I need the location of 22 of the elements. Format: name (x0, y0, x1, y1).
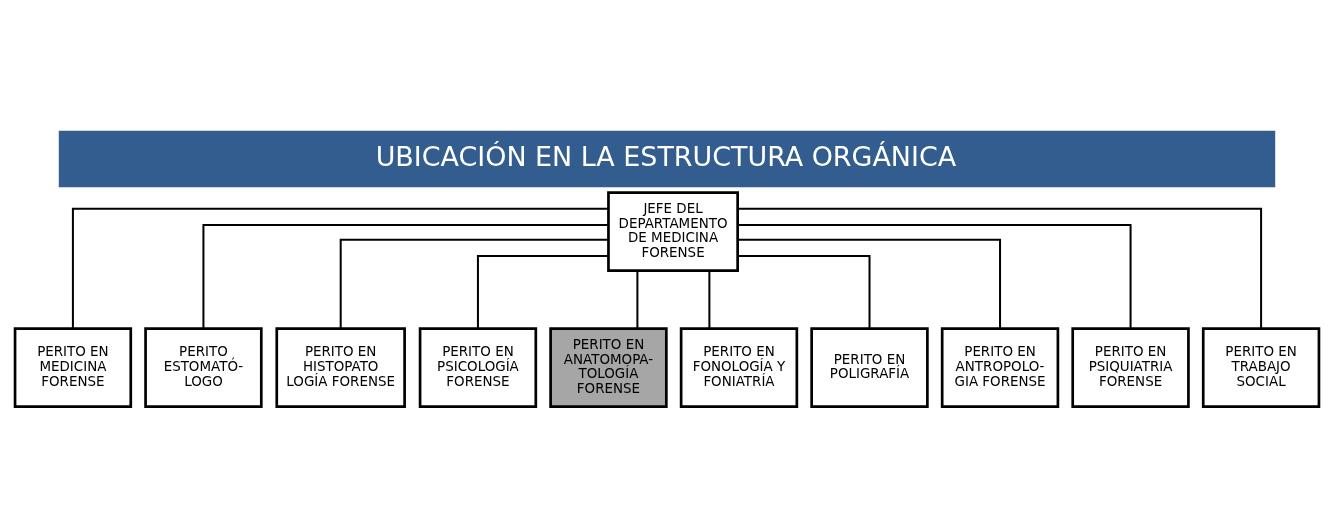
node-box: PERITO EN TRABAJO SOCIAL (1201, 326, 1321, 408)
node-box: PERITO EN PSICOLOGÍA FORENSE (418, 326, 538, 408)
diagram-title: UBICACIÓN EN LA ESTRUCTURA ORGÁNICA (375, 140, 957, 172)
node-box: PERITO EN ANATOMOPA- TOLOGÍA FORENSE (549, 326, 668, 408)
connector (737, 238, 1002, 329)
node-box: PERITO EN FONOLOGÍA Y FONIATRÍA (679, 326, 799, 408)
connector (636, 270, 639, 328)
node-box: PERITO EN POLIGRAFÍA (810, 326, 929, 408)
node-box: PERITO EN HISTOPATO LOGÍA FORENSE (275, 326, 406, 408)
connector (476, 254, 609, 329)
connector (708, 270, 711, 328)
node-box: JEFE DEL DEPARTAMENTO DE MEDICINA FORENSE (607, 190, 739, 272)
connector (737, 254, 871, 329)
node-box: PERITO EN ANTROPOLO- GIA FORENSE (940, 326, 1060, 408)
node-box: PERITO EN MEDICINA FORENSE (13, 326, 133, 408)
connector (202, 223, 609, 328)
connector (737, 207, 1263, 328)
node-box: PERITO ESTOMATÓ- LOGO (144, 326, 263, 408)
node-box: PERITO EN PSIQUIATRIA FORENSE (1071, 326, 1190, 408)
connector (738, 223, 1132, 328)
connector (71, 207, 609, 328)
connector (339, 238, 609, 329)
